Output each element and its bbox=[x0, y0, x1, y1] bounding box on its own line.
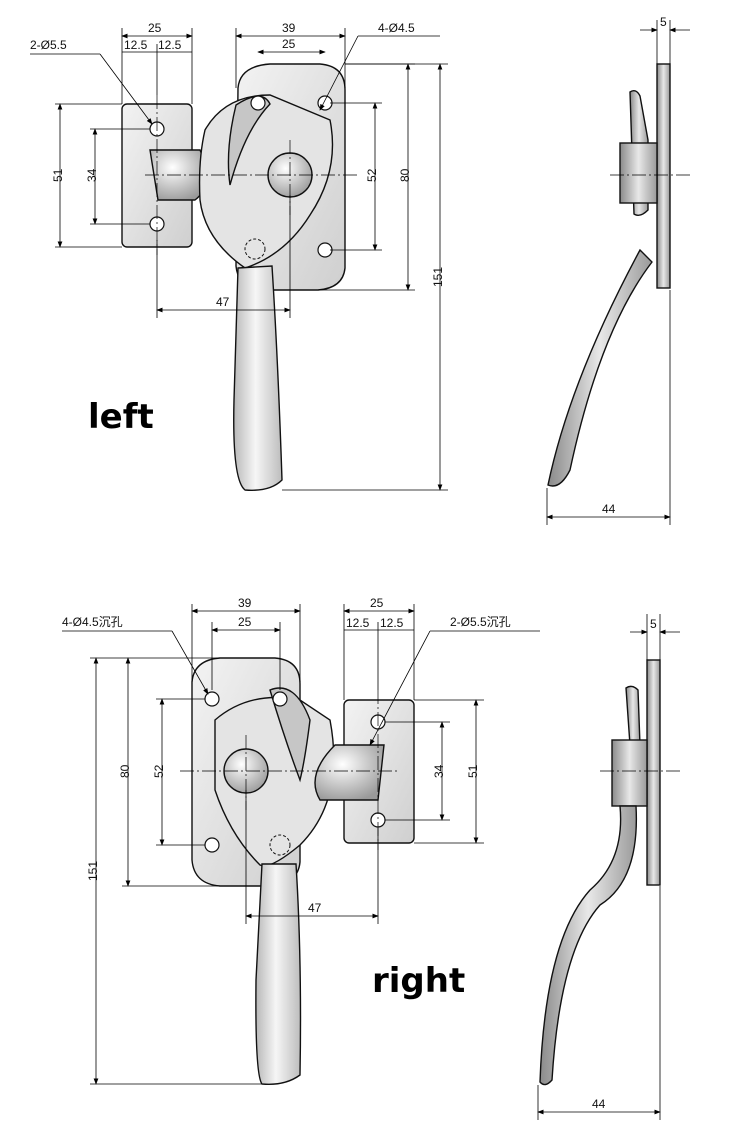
right-dim-w12b: 12.5 bbox=[380, 616, 404, 630]
right-dim-w12a: 12.5 bbox=[346, 616, 370, 630]
left-dim-h80: 80 bbox=[398, 168, 412, 182]
left-dim-w39: 39 bbox=[282, 21, 296, 35]
left-dim-keeper-holes: 2-Ø5.5 bbox=[30, 38, 67, 52]
left-caption: left bbox=[88, 397, 154, 437]
right-dim-d47: 47 bbox=[308, 901, 322, 915]
right-dim-h52: 52 bbox=[152, 764, 166, 778]
right-dim-keeper-holes: 2-Ø5.5沉孔 bbox=[450, 615, 511, 629]
left-front-view: 25 12.5 12.5 2-Ø5.5 39 25 4-Ø4.5 51 34 5… bbox=[30, 21, 448, 491]
right-dim-h51: 51 bbox=[466, 764, 480, 778]
left-dim-w25b: 25 bbox=[282, 37, 296, 51]
left-dim-w12a: 12.5 bbox=[124, 38, 148, 52]
left-dim-d47: 47 bbox=[216, 295, 230, 309]
left-dim-base-holes: 4-Ø4.5 bbox=[378, 21, 415, 35]
right-dim-w25: 25 bbox=[238, 615, 252, 629]
side-bottom-thickness: 5 bbox=[650, 617, 657, 631]
side-top-depth: 44 bbox=[602, 502, 616, 516]
left-dim-w12b: 12.5 bbox=[158, 38, 182, 52]
right-front-view: 39 25 4-Ø4.5沉孔 25 12.5 12.5 2-Ø5.5沉孔 151… bbox=[62, 596, 540, 1085]
right-caption: right bbox=[372, 961, 465, 1001]
right-dim-h34: 34 bbox=[432, 764, 446, 778]
keeper-catch-right bbox=[314, 744, 385, 801]
right-dim-w39: 39 bbox=[238, 596, 252, 610]
handle bbox=[233, 265, 283, 491]
side-top-thickness: 5 bbox=[660, 15, 667, 29]
left-dim-h151: 151 bbox=[431, 267, 445, 287]
left-dim-h52: 52 bbox=[365, 168, 379, 182]
left-dim-h34: 34 bbox=[85, 168, 99, 182]
right-dim-h80: 80 bbox=[118, 764, 132, 778]
side-view-top: 5 44 bbox=[546, 15, 690, 525]
right-dim-base-holes: 4-Ø4.5沉孔 bbox=[62, 615, 123, 629]
left-dim-h51: 51 bbox=[51, 168, 65, 182]
right-dim-h151: 151 bbox=[86, 861, 100, 881]
handle-right bbox=[255, 863, 302, 1085]
right-dim-w25b: 25 bbox=[370, 596, 384, 610]
left-dim-w25: 25 bbox=[148, 21, 162, 35]
side-view-bottom: 5 44 bbox=[537, 614, 680, 1120]
side-bottom-depth: 44 bbox=[592, 1097, 606, 1111]
